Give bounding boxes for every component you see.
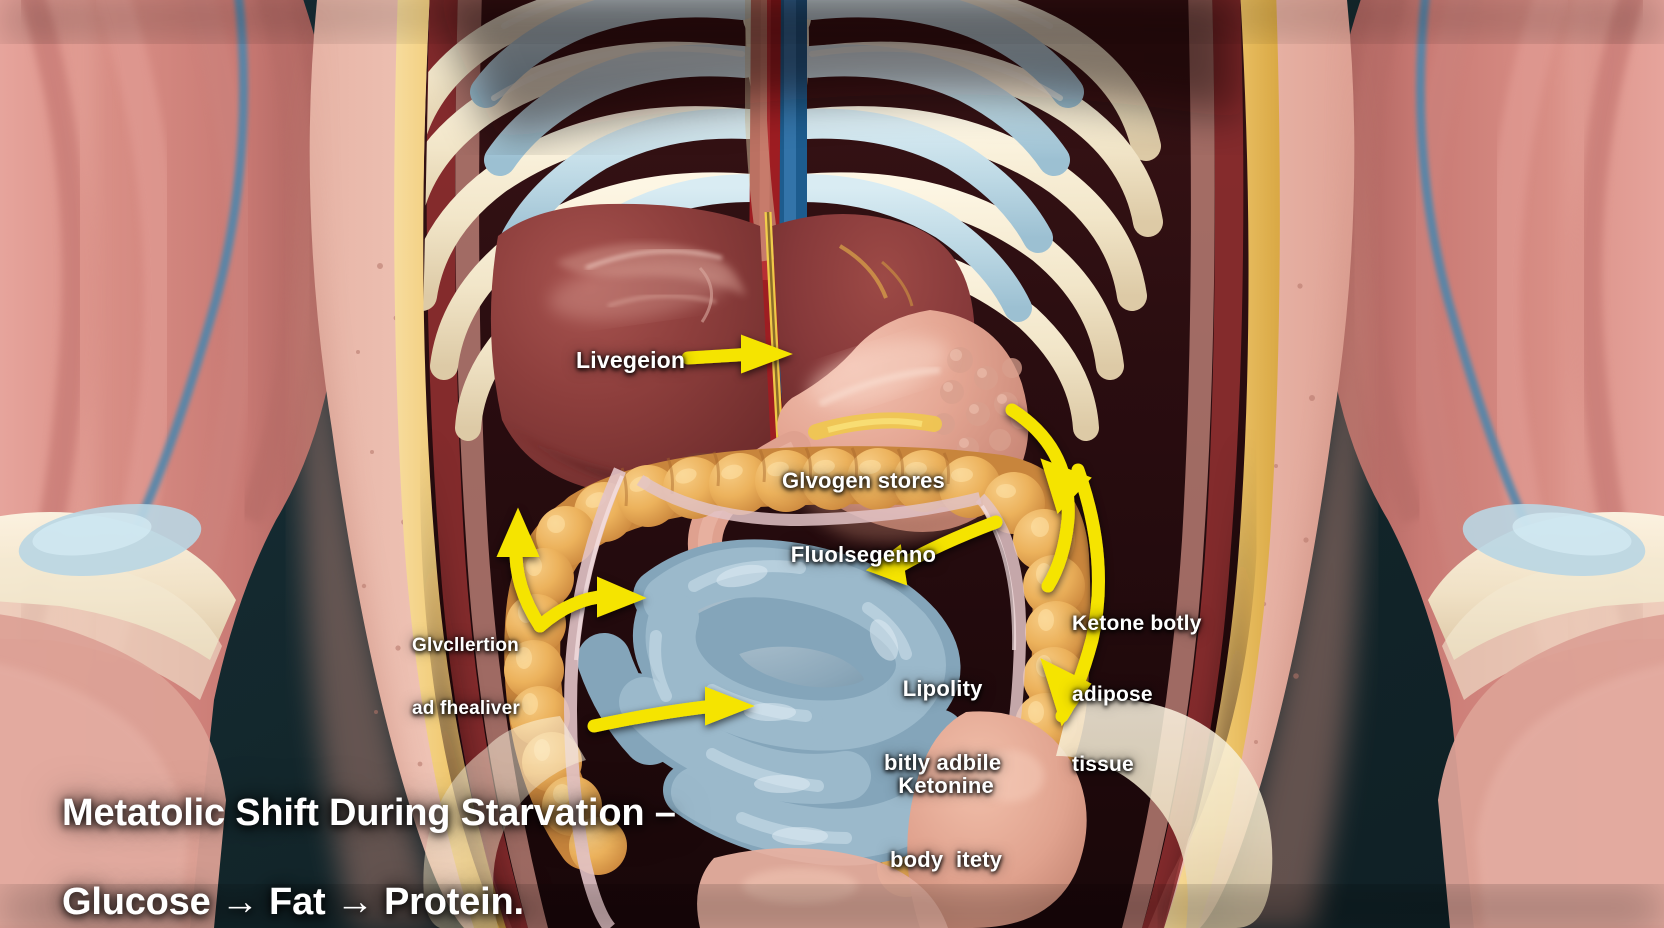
right-arm-vein [1415, 0, 1529, 522]
title-line-2: Glucose → Fat → Protein. [62, 881, 524, 924]
arrow-to-liver [681, 334, 793, 374]
pelvis-bone [423, 698, 1273, 928]
small-intestine [577, 539, 965, 866]
left-fat-layer [394, 0, 508, 928]
arrow-colon-left [865, 515, 1003, 586]
left-arm-vein [135, 0, 249, 522]
arrow-adipose-down-head [1040, 658, 1092, 727]
arrow-glycolysis-up [496, 507, 547, 633]
right-fat-layer [1164, 0, 1280, 928]
title-line-1: Metatolic Shift During Starvation – [62, 791, 676, 834]
arrow-glycolysis-right [533, 576, 647, 633]
arrow-stomach-to-colon-head [1040, 458, 1092, 514]
left-arm [0, 0, 343, 928]
right-arm [1321, 0, 1664, 928]
arrow-intestine-right [587, 686, 755, 733]
arrow-stomach-to-colon [1005, 403, 1075, 593]
arrows [496, 334, 1105, 733]
page-title: Metatolic Shift During Starvation – Gluc… [62, 746, 676, 928]
